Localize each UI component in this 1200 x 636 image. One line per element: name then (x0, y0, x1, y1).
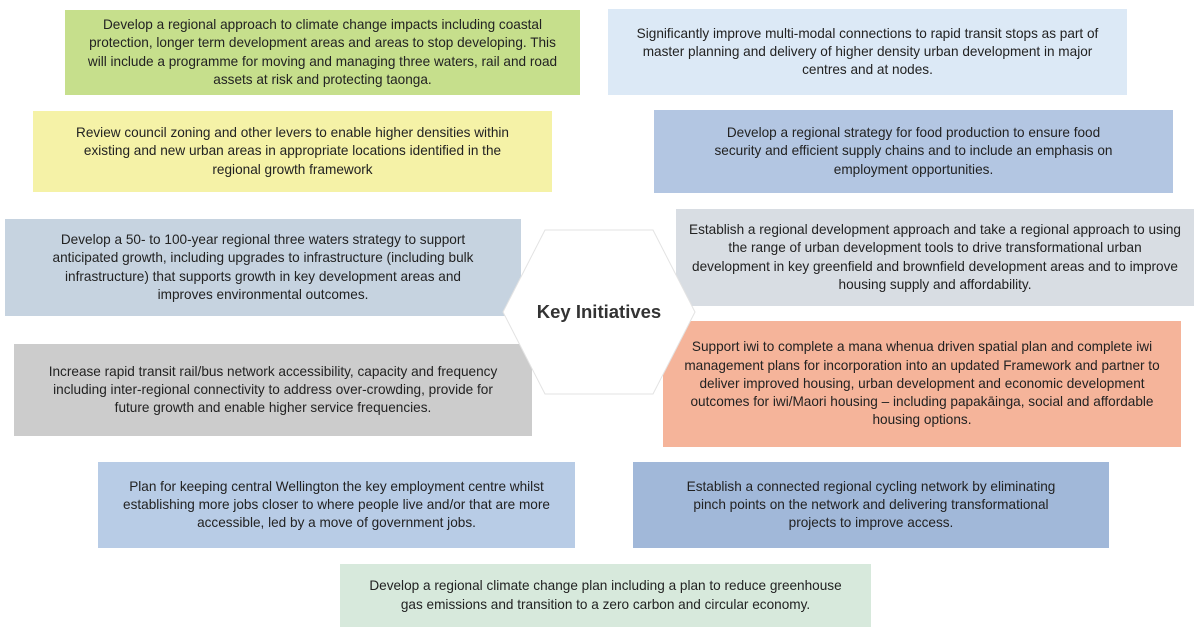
key-initiatives-hexagon: Key Initiatives (501, 226, 697, 398)
initiative-text: Review council zoning and other levers t… (76, 125, 509, 177)
initiative-text: Support iwi to complete a mana whenua dr… (684, 339, 1160, 428)
initiative-three-waters: Develop a 50- to 100-year regional three… (5, 219, 521, 316)
initiative-text: Increase rapid transit rail/bus network … (48, 363, 498, 416)
initiative-central-wellington: Plan for keeping central Wellington the … (98, 462, 575, 548)
initiative-text: Plan for keeping central Wellington the … (123, 478, 550, 531)
initiative-iwi-spatial-plan: Support iwi to complete a mana whenua dr… (663, 321, 1181, 447)
hexagon-label: Key Initiatives (536, 301, 662, 322)
initiative-text: Significantly improve multi-modal connec… (636, 25, 1099, 78)
initiative-cycling-network: Establish a connected regional cycling n… (633, 462, 1109, 548)
initiative-council-zoning: Review council zoning and other levers t… (33, 111, 552, 192)
initiative-climate-adaptation: Develop a regional approach to climate c… (65, 10, 580, 95)
initiative-text: Develop a regional climate change plan i… (369, 578, 842, 612)
initiative-rapid-transit: Increase rapid transit rail/bus network … (14, 344, 532, 436)
initiative-text: Establish a connected regional cycling n… (686, 478, 1056, 531)
initiative-multimodal-connections: Significantly improve multi-modal connec… (608, 9, 1127, 95)
hexagon-polygon (502, 229, 696, 395)
hexagon-shape (502, 229, 696, 395)
initiative-text: Develop a regional approach to climate c… (87, 17, 558, 87)
initiative-text: Develop a regional strategy for food pro… (714, 125, 1113, 177)
initiative-text: Develop a 50- to 100-year regional three… (52, 232, 474, 302)
initiative-text: Establish a regional development approac… (689, 222, 1181, 292)
initiative-food-production: Develop a regional strategy for food pro… (654, 110, 1173, 193)
initiative-climate-change-plan: Develop a regional climate change plan i… (340, 564, 871, 627)
initiative-regional-development: Establish a regional development approac… (676, 209, 1194, 306)
